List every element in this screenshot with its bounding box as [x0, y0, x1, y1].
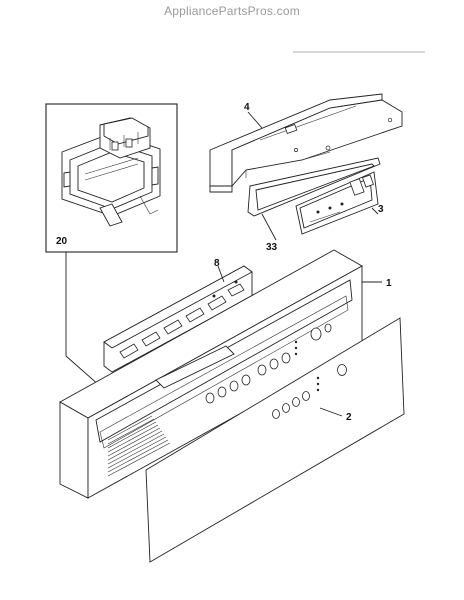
inset-part-20: 20 — [45, 103, 178, 253]
part-8-button-strip — [103, 265, 253, 373]
callout-1: 1 — [386, 278, 392, 289]
leader-line-8 — [217, 265, 225, 283]
callout-8: 8 — [214, 258, 220, 269]
leader-line-20 — [65, 252, 101, 387]
part-33-gasket — [247, 157, 381, 241]
leader-line-33 — [261, 213, 277, 241]
callout-20: 20 — [56, 236, 68, 247]
leader-line-2 — [319, 407, 343, 417]
part-1-control-panel — [59, 249, 382, 499]
leader-line-4 — [247, 111, 263, 129]
callout-3: 3 — [378, 204, 384, 215]
site-name: AppliancePartsPros.com — [164, 4, 300, 18]
callout-33: 33 — [266, 242, 278, 253]
callout-4: 4 — [244, 102, 250, 113]
part-2-overlay-panel — [145, 317, 405, 563]
part-4-top-channel — [209, 93, 403, 193]
vent-slots — [107, 415, 171, 477]
part-3-control-board — [295, 171, 379, 235]
callout-2: 2 — [346, 412, 352, 423]
leader-line-3 — [371, 207, 379, 215]
detergent-dispenser-drawing — [61, 117, 161, 227]
